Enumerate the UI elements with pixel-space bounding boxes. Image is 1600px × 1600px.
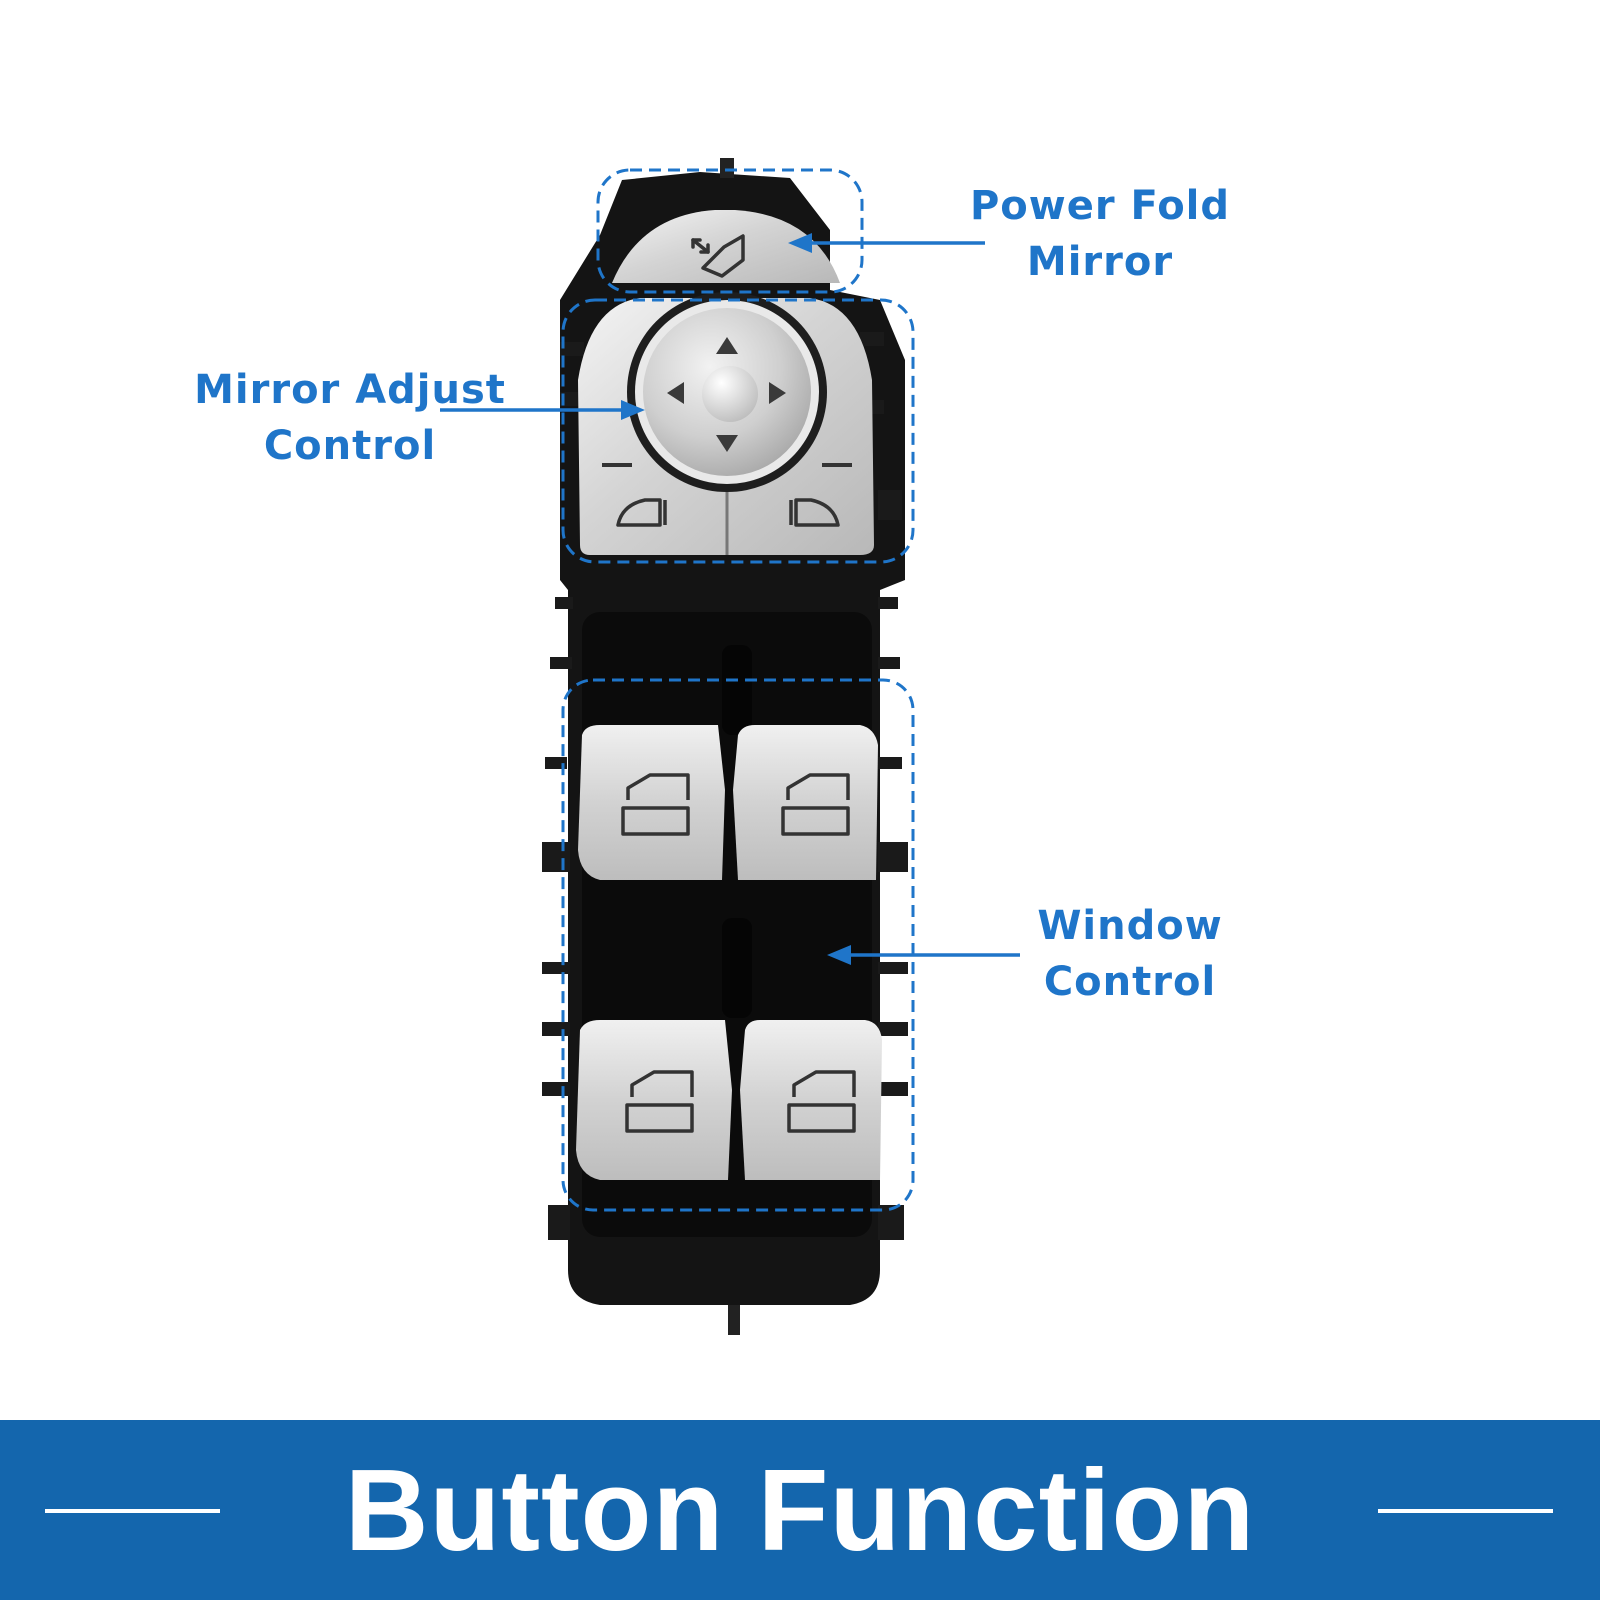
window-icon — [621, 773, 690, 836]
banner-rule-right — [1378, 1509, 1553, 1513]
knob-center-dome — [702, 366, 758, 422]
callout-line: Mirror Adjust — [194, 367, 506, 413]
left-mirror-select-button[interactable] — [585, 490, 723, 552]
highlight-window-control — [561, 678, 915, 1212]
highlight-mirror-adjust — [561, 298, 915, 564]
window-icon — [625, 1070, 694, 1133]
title-banner: Button Function — [0, 1420, 1600, 1600]
callout-window-control: Window Control — [1020, 898, 1240, 1010]
arrow-down-icon — [716, 435, 738, 452]
window-button-front-left[interactable] — [578, 725, 725, 880]
power-fold-pointer-arrow — [788, 233, 985, 253]
arrow-up-icon — [716, 337, 738, 354]
callout-line: Window — [1037, 903, 1223, 949]
arrow-right-icon — [769, 382, 786, 404]
mirror-adjust-control — [578, 292, 874, 555]
left-mirror-icon — [616, 498, 667, 527]
callout-mirror-adjust-control: Mirror Adjust Control — [180, 362, 520, 474]
window-icon — [781, 773, 850, 836]
power-fold-mirror-icon — [691, 234, 745, 278]
banner-rule-left — [45, 1509, 220, 1513]
window-button-rear-right[interactable] — [740, 1020, 882, 1180]
window-button-rear-left[interactable] — [576, 1020, 732, 1180]
banner-title: Button Function — [344, 1445, 1256, 1575]
right-mirror-icon — [789, 498, 840, 527]
window-icon — [787, 1070, 856, 1133]
callout-line: Mirror — [1026, 239, 1174, 285]
callout-power-fold-mirror: Power Fold Mirror — [960, 178, 1240, 290]
arrow-left-icon — [667, 382, 684, 404]
highlight-power-fold — [596, 168, 864, 294]
window-control-pointer-arrow — [827, 945, 1020, 965]
window-control — [576, 725, 882, 1180]
window-switch-panel — [440, 158, 1020, 1335]
mirror-adjust-pointer-arrow — [440, 400, 645, 420]
window-button-front-right[interactable] — [733, 725, 878, 880]
right-mirror-select-button[interactable] — [731, 490, 869, 552]
callout-line: Control — [1043, 959, 1217, 1005]
callout-line: Control — [263, 423, 437, 469]
power-fold-mirror-button[interactable] — [612, 210, 840, 283]
callout-line: Power Fold — [969, 183, 1231, 229]
